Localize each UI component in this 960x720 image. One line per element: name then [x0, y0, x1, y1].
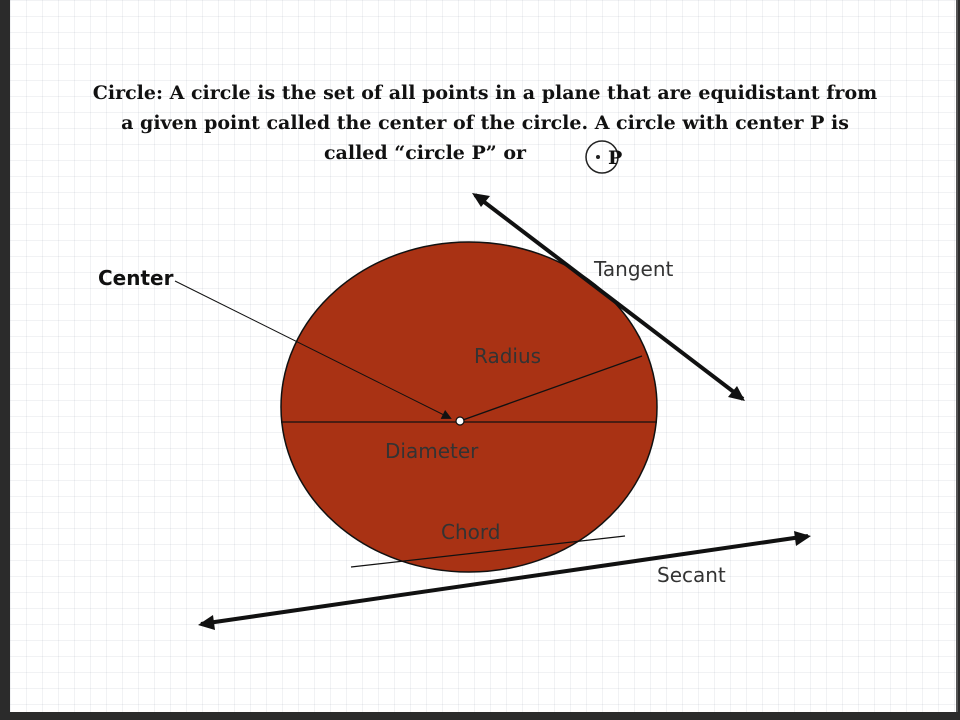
center-pointer-line [174, 280, 452, 419]
tangent-arrow-end [728, 386, 745, 401]
diameter-label: Diameter [385, 439, 479, 463]
chord-line [350, 535, 626, 568]
circle-p-symbol [585, 140, 619, 174]
definition-text: Circle: A circle is the set of all point… [60, 78, 910, 168]
center-point [455, 416, 465, 426]
definition-line-3-text: called “circle P” or [323, 142, 527, 164]
main-circle [280, 241, 658, 573]
secant-arrow-start [198, 615, 215, 630]
center-label: Center [98, 266, 174, 290]
radius-label: Radius [474, 344, 542, 368]
tangent-line [473, 193, 745, 401]
definition-line-1: Circle: A circle is the set of all point… [92, 82, 878, 104]
secant-line [200, 534, 809, 626]
radius-line [459, 355, 643, 422]
circle-p-symbol-dot [596, 155, 600, 159]
circle-p-symbol-letter: P [608, 147, 622, 169]
secant-label: Secant [657, 563, 726, 587]
chord-label: Chord [441, 520, 501, 544]
definition-line-2: a given point called the center of the c… [121, 112, 849, 134]
secant-arrow-end [794, 531, 811, 546]
definition-line-3: called “circle P” or [60, 138, 910, 168]
tangent-label: Tangent [594, 257, 674, 281]
tangent-arrow-start [472, 193, 490, 207]
